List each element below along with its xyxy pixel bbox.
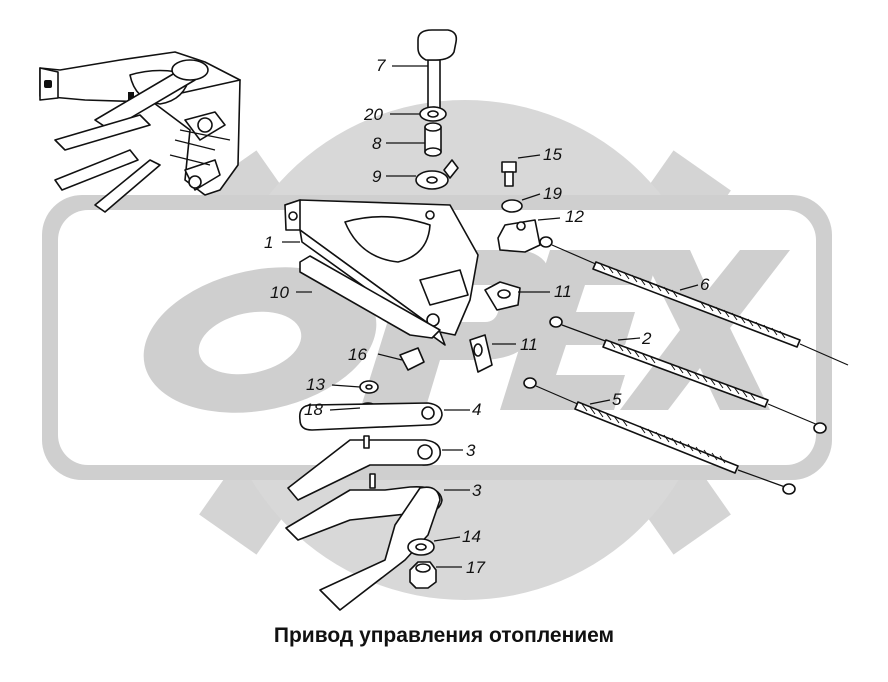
part-10-plate [299, 255, 441, 339]
callout-5: 5 [612, 390, 622, 409]
diagram-caption: Привод управления отоплением [273, 624, 615, 647]
callout-15: 15 [543, 145, 562, 164]
part-5-cable [523, 377, 796, 495]
callout-16: 16 [348, 345, 367, 364]
callout-14: 14 [462, 527, 481, 546]
leader-lines [282, 65, 699, 568]
part-17-nut [409, 561, 437, 589]
part-12-clip [497, 219, 541, 253]
callout-8: 8 [372, 134, 382, 153]
callout-1: 1 [264, 233, 273, 252]
callout-20: 20 [363, 105, 383, 124]
part-3-lever-upper [287, 435, 442, 501]
callout-10: 10 [270, 283, 289, 302]
callout-7: 7 [376, 56, 386, 75]
callout-3-upper: 3 [466, 441, 476, 460]
callout-9: 9 [372, 167, 382, 186]
callout-18: 18 [304, 400, 323, 419]
watermark-letter-e [500, 250, 660, 410]
callout-4: 4 [472, 400, 481, 419]
part-6-cable [539, 236, 849, 366]
callout-19: 19 [543, 184, 562, 203]
part-8-bushing [424, 122, 442, 157]
callouts: 7 20 8 9 15 19 12 1 10 6 11 2 11 16 13 5… [264, 56, 710, 577]
part-9-lock-washer [415, 159, 459, 190]
callout-6: 6 [700, 275, 710, 294]
callout-11-lower: 11 [520, 335, 538, 354]
part-15-bolt [501, 161, 517, 187]
callout-2: 2 [641, 329, 652, 348]
part-16-clip [399, 347, 425, 371]
part-11-clip-lower [469, 334, 493, 373]
part-19-washer [501, 199, 523, 213]
assembled-view [39, 51, 241, 213]
callout-17: 17 [466, 558, 485, 577]
callout-11-upper: 11 [554, 282, 572, 301]
callout-12: 12 [565, 207, 584, 226]
callout-13: 13 [306, 375, 325, 394]
part-2-cable [549, 316, 827, 434]
callout-3-lower: 3 [472, 481, 482, 500]
part-11-clip-upper [484, 281, 521, 311]
